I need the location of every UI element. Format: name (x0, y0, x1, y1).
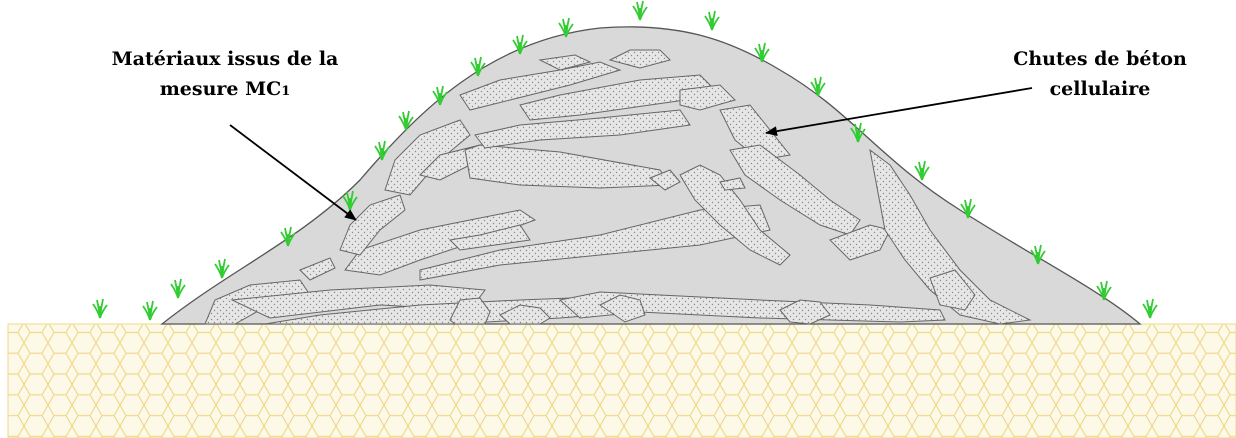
label-materials-subscript: 1 (281, 84, 290, 99)
grass-tuft-icon (215, 259, 229, 278)
label-concrete: Chutes de béton cellulaire (1000, 44, 1200, 104)
grass-tuft-icon (705, 11, 719, 30)
label-materials: Matériaux issus de la mesure MC1 (90, 44, 360, 107)
grass-tuft-icon (1143, 299, 1157, 318)
grass-tuft-icon (143, 301, 157, 320)
ground (8, 324, 1236, 438)
label-concrete-line2: cellulaire (1000, 74, 1200, 104)
grass-tuft-icon (93, 299, 107, 318)
grass-tuft-icon (633, 1, 647, 20)
label-concrete-line1: Chutes de béton (1000, 44, 1200, 74)
label-materials-line1: Matériaux issus de la (90, 44, 360, 74)
label-materials-line2: mesure MC1 (90, 74, 360, 107)
grass-tuft-icon (915, 161, 929, 180)
grass-tuft-icon (171, 279, 185, 298)
arrow-left (230, 125, 356, 220)
label-materials-line2-main: mesure MC (160, 78, 282, 100)
